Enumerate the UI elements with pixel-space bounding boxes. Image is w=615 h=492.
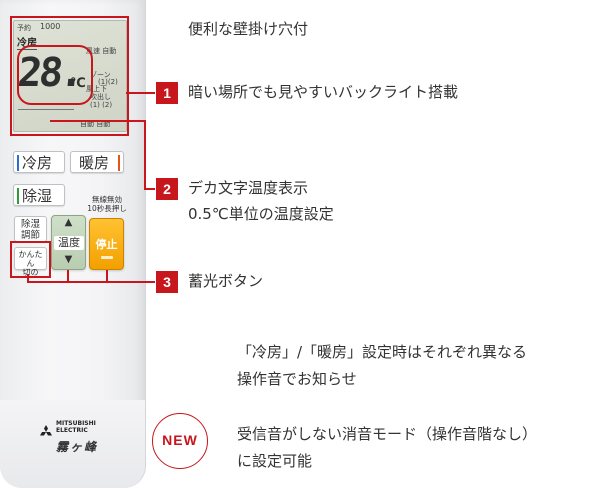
- lcd-zone-value: (1)(2): [98, 78, 118, 86]
- sound-note-line2: 操作音でお知らせ: [237, 370, 357, 388]
- highlight-kantan: [10, 241, 51, 278]
- cool-button[interactable]: 冷房: [13, 151, 65, 173]
- lcd-zone-label: ゾーン: [90, 71, 111, 79]
- dry-bar: [17, 188, 19, 204]
- dry-button[interactable]: 除湿: [13, 184, 65, 206]
- badge-1: 1: [156, 82, 178, 104]
- connector-3b: [27, 281, 155, 283]
- lcd-vane-lr: 吹出し: [90, 93, 111, 101]
- stop-indicator: [101, 256, 113, 259]
- dry-button-label: 除湿: [22, 187, 53, 205]
- lcd-display: 予約 1000 冷房 風速 自動 28. ℃ ゾーン (1)(2) 風上下 吹出…: [13, 20, 127, 132]
- connector-2c: [144, 188, 155, 190]
- brand-logo: [39, 423, 53, 442]
- cool-button-label: 冷房: [22, 154, 53, 172]
- kantan-off-kiri: 切: [22, 268, 31, 277]
- temp-down-icon[interactable]: ▼: [64, 254, 73, 265]
- dehum-adjust-button[interactable]: 除湿 調節: [14, 216, 47, 242]
- remote-bottom: [0, 400, 145, 488]
- connector-2a: [50, 120, 146, 122]
- feature-2-line2: 0.5℃単位の温度設定: [188, 205, 334, 223]
- connector-2b: [144, 120, 146, 190]
- connector-3c: [67, 270, 69, 282]
- feature-1-text: 暗い場所でも見やすいバックライト搭載: [188, 83, 459, 101]
- temperature-button[interactable]: ▲ 温度 ▼: [51, 215, 86, 270]
- feature-2-line1: デカ文字温度表示: [188, 179, 309, 197]
- connector-1: [126, 92, 155, 94]
- new-badge: NEW: [152, 413, 208, 469]
- kantan-off-line2: 切の: [15, 268, 46, 277]
- remote-control: 予約 1000 冷房 風速 自動 28. ℃ ゾーン (1)(2) 風上下 吹出…: [0, 0, 146, 488]
- lcd-vane-ud: 風上下: [86, 85, 107, 93]
- highlight-temperature: [17, 45, 93, 105]
- connector-3a: [27, 274, 29, 283]
- badge-2: 2: [156, 178, 178, 200]
- wall-hook-note: 便利な壁掛け穴付: [188, 20, 309, 38]
- lcd-timer-label: 予約: [17, 24, 31, 32]
- lcd-hours: 1000: [40, 22, 61, 31]
- mute-label-line1: 無線無効: [92, 195, 122, 204]
- heat-button-label: 暖房: [79, 154, 110, 172]
- lcd-vane-lr-values: (1) (2): [90, 101, 113, 109]
- kantan-off-line1: かんたん: [18, 250, 43, 268]
- kantan-off-no: の: [30, 268, 39, 277]
- temp-label: 温度: [54, 236, 84, 250]
- feature-3-text: 蓄光ボタン: [188, 272, 264, 290]
- lcd-unit: ℃: [70, 76, 86, 91]
- sub-brand: 霧ヶ峰: [55, 440, 98, 454]
- lcd-fan-label: 風速 自動: [86, 47, 117, 55]
- mute-label-line2: 10秒長押し: [87, 204, 127, 213]
- mute-label: 無線無効 10秒長押し: [86, 195, 128, 213]
- lcd-auto-row: 自動 自動: [80, 120, 111, 128]
- mitsubishi-logo-icon: [40, 425, 52, 436]
- sound-note-line1: 「冷房」/「暖房」設定時はそれぞれ異なる: [237, 343, 528, 361]
- heat-button[interactable]: 暖房: [70, 151, 124, 173]
- cool-bar: [17, 155, 19, 171]
- stop-button-label: 停止: [95, 238, 118, 251]
- badge-3: 3: [156, 271, 178, 293]
- brand-text: MITSUBISHI ELECTRIC: [56, 420, 96, 434]
- stop-button[interactable]: 停止: [89, 218, 124, 270]
- new-feature-line1: 受信音がしない消音モード（操作音階なし）: [237, 425, 538, 443]
- highlight-lcd: [10, 16, 129, 136]
- temp-up-icon[interactable]: ▲: [64, 217, 73, 228]
- new-feature-line2: に設定可能: [237, 452, 313, 470]
- dehum-adjust-line2: 調節: [20, 230, 40, 241]
- connector-3d: [106, 270, 108, 282]
- dehum-adjust-line1: 除湿: [20, 219, 40, 230]
- kantan-off-button[interactable]: かんたん 切の: [14, 247, 47, 277]
- lcd-divider: [18, 109, 74, 110]
- heat-bar: [118, 155, 120, 171]
